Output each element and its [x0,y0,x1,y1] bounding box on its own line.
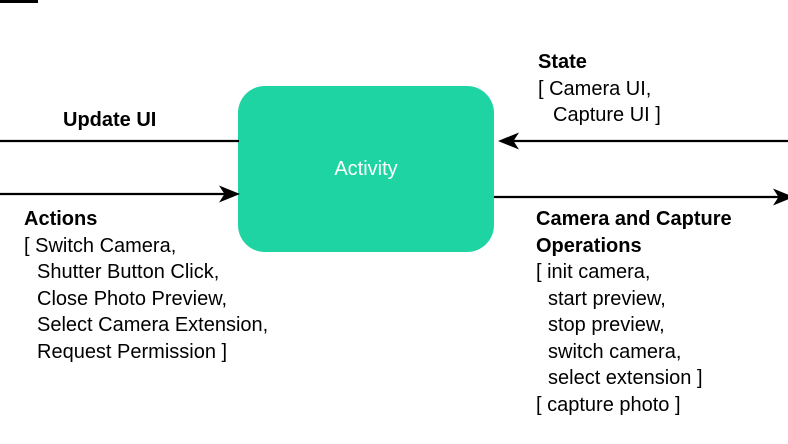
actions-line: [ Switch Camera, [24,234,177,257]
activity-box-label: Activity [334,157,398,180]
camera-ops-title-line: Camera and Capture [536,208,732,230]
actions-line: Shutter Button Click, [37,261,220,283]
cropped-edge-artifact [0,0,38,3]
actions-line: Request Permission ] [37,340,228,363]
camera-ops-line: [ init camera, [536,261,651,283]
camera-ops-line: switch camera, [548,340,682,363]
state-line: [ Camera UI, [538,77,652,100]
camera-ops-arrowhead-icon [773,188,788,206]
camera-ops-title-line: Operations [536,234,642,257]
actions-block: Actions [ Switch Camera, Shutter Button … [24,206,268,365]
camera-ops-line: stop preview, [548,314,665,336]
state-title: State [538,51,587,73]
actions-line: Select Camera Extension, [37,314,269,336]
state-block: State [ Camera UI, Capture UI ] [538,49,661,129]
update-ui-label: Update UI [63,109,157,131]
camera-ops-line: select extension ] [548,367,703,389]
state-arrowhead-icon [498,132,519,150]
camera-ops-block: Camera and Capture Operations [ init cam… [536,206,732,418]
activity-box: Activity [238,86,494,252]
state-line: Capture UI ] [553,104,661,126]
camera-ops-line: start preview, [548,287,666,310]
camera-ops-line: [ capture photo ] [536,393,681,416]
actions-title: Actions [24,208,98,230]
actions-line: Close Photo Preview, [37,287,228,310]
actions-arrowhead-icon [219,185,240,203]
